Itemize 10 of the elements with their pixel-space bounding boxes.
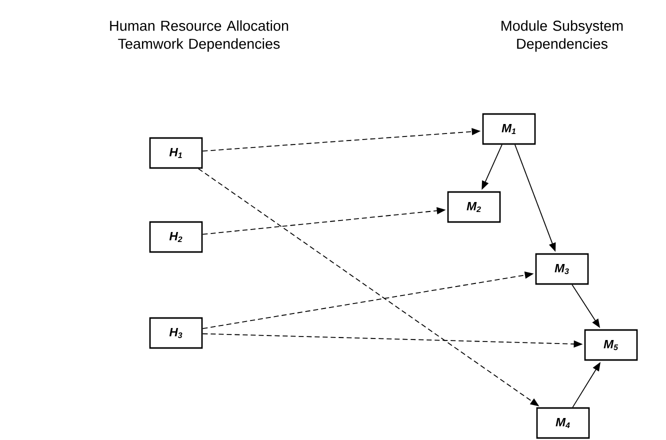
heading: Human Resource Allocation Teamwork Dependencies [110, 20, 288, 52]
module-box: M$_{3}$ [535, 253, 589, 285]
module-box: M$_{2}$ [447, 191, 501, 223]
module-box: H$_{3}$ [149, 317, 203, 349]
module-box: H$_{2}$ [149, 221, 203, 253]
module-box: M$_{1}$ [482, 113, 536, 145]
module-box: H$_{1}$ [149, 137, 203, 169]
heading: Module Subsystem Dependencies [502, 20, 623, 52]
module-box: M$_{4}$ [536, 407, 590, 439]
module-box: M$_{5}$ [584, 329, 638, 361]
